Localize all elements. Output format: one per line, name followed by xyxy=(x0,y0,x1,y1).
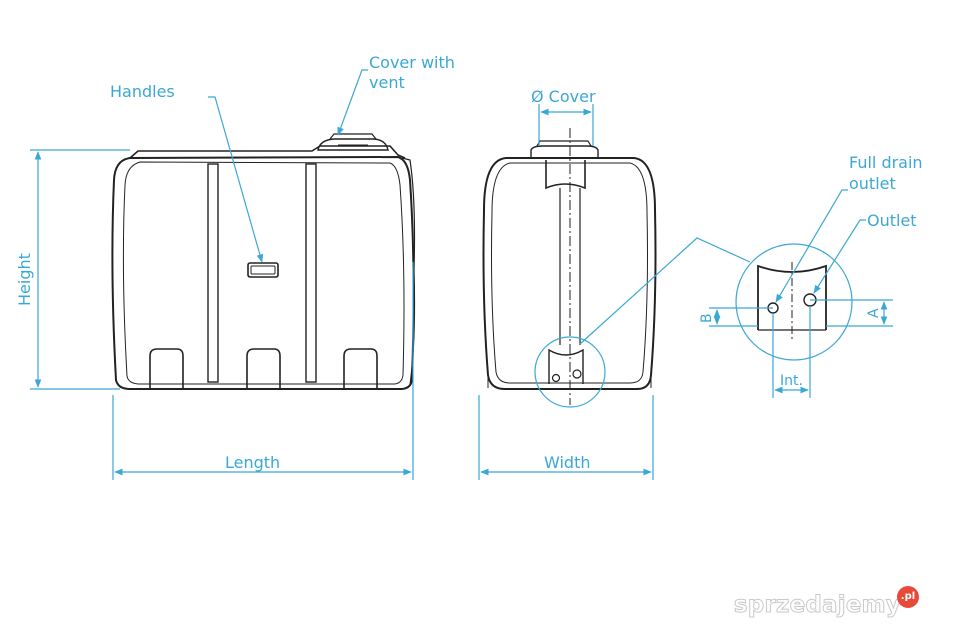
label-dim-a: A xyxy=(866,308,882,318)
label-cover-vent-line2: vent xyxy=(369,73,405,92)
label-cover-diameter: Ø Cover xyxy=(531,87,596,106)
label-outlet: Outlet xyxy=(867,211,917,230)
label-length: Length xyxy=(225,453,280,472)
label-cover-vent-line1: Cover with xyxy=(369,53,455,72)
dimensions xyxy=(30,69,893,480)
watermark: sprzedajemy .pl xyxy=(733,586,919,620)
side-view xyxy=(482,140,657,390)
label-dim-b: B xyxy=(699,313,715,323)
front-view xyxy=(111,133,416,390)
watermark-badge: .pl xyxy=(897,586,919,608)
label-full-drain-line2: outlet xyxy=(849,174,896,193)
label-height: Height xyxy=(15,253,34,306)
label-handles: Handles xyxy=(110,82,175,101)
label-dim-int: Int. xyxy=(780,373,803,389)
label-width: Width xyxy=(544,453,590,472)
watermark-text: sprzedajemy xyxy=(733,592,901,619)
outlet-detail xyxy=(534,237,853,408)
label-full-drain-line1: Full drain xyxy=(849,153,923,172)
